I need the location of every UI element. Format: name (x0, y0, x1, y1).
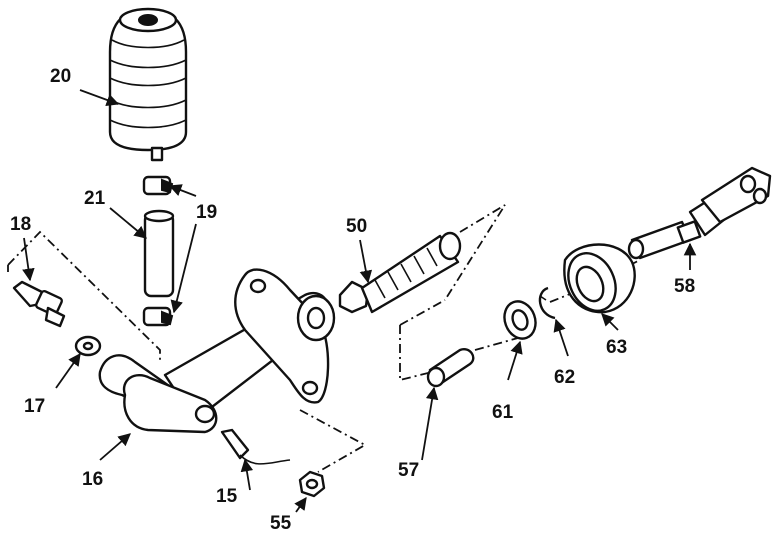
master-cylinder-part-16 (98, 268, 336, 434)
callout-61: 61 (492, 402, 514, 423)
callout-16: 16 (82, 469, 103, 490)
callout-55: 55 (270, 513, 292, 534)
callout-21: 21 (84, 188, 106, 209)
callout-15: 15 (216, 486, 238, 507)
callout-19: 19 (196, 202, 217, 223)
callout-57: 57 (398, 460, 419, 481)
nut-part-55 (298, 470, 326, 498)
leader-lines (22, 89, 697, 513)
hose-part-21 (143, 209, 175, 298)
callout-63: 63 (606, 337, 627, 358)
snap-ring-part-61 (503, 300, 537, 340)
push-rod-part-58 (627, 166, 772, 260)
bleeder-part-15 (220, 428, 291, 465)
hose-clamp-lower (142, 306, 174, 327)
reservoir-part-20 (108, 7, 188, 162)
clip-part-62 (538, 286, 556, 320)
callout-17: 17 (24, 396, 45, 417)
hose-clamp-upper (142, 175, 174, 196)
fitting-part-18 (12, 280, 66, 328)
piston-spring-part-50 (338, 231, 462, 314)
pin-part-57 (426, 348, 475, 388)
callout-50: 50 (346, 216, 367, 237)
callout-20: 20 (50, 66, 71, 87)
callout-58: 58 (674, 276, 695, 297)
callout-62: 62 (554, 367, 575, 388)
callout-18: 18 (10, 214, 31, 235)
callout-labels: 20 21 19 18 17 16 15 55 50 57 61 62 63 5… (10, 66, 695, 534)
assembly-lines (7, 204, 641, 473)
boot-part-63 (563, 243, 636, 314)
washer-part-17 (74, 335, 102, 357)
